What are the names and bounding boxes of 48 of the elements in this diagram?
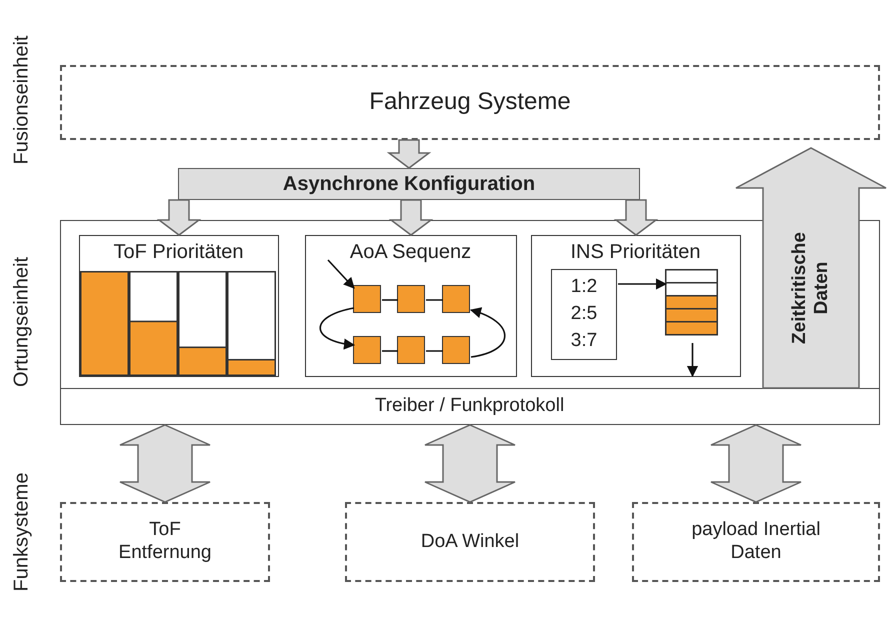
edge-label: Zeitkritische Daten xyxy=(789,231,833,346)
block-arrow xyxy=(614,199,658,236)
node-label: DoA Winkel xyxy=(420,530,520,554)
curved-arrow xyxy=(320,307,356,350)
double-block-arrow xyxy=(424,424,516,503)
node-label: 1:2 xyxy=(570,276,598,300)
sequence-block xyxy=(353,336,381,364)
double-block-arrow xyxy=(119,424,211,503)
sequence-block xyxy=(397,285,425,313)
unit-label: Ortungseinheit xyxy=(10,256,34,388)
unit-label: Funksysteme xyxy=(10,472,34,592)
config-bar xyxy=(178,168,640,200)
node-label: ToF Entfernung xyxy=(118,519,212,565)
sequence-block xyxy=(397,336,425,364)
sequence-block xyxy=(442,285,470,313)
block-arrow xyxy=(156,199,202,236)
block-arrow xyxy=(735,147,887,389)
node-label: Fahrzeug Systeme xyxy=(369,88,571,117)
panel-box xyxy=(530,234,740,376)
panel-box xyxy=(304,234,516,376)
node-label: 3:7 xyxy=(570,330,598,353)
node-label: payload Inertial Daten xyxy=(690,519,822,565)
dashed-box xyxy=(60,502,270,582)
connector-line xyxy=(426,350,443,352)
block-arrow xyxy=(386,139,432,169)
node-label: INS Prioritäten xyxy=(570,240,701,264)
node-label: AoA Sequenz xyxy=(350,240,472,264)
node-label: 2:5 xyxy=(570,303,598,326)
priority-list xyxy=(551,269,617,360)
dashed-box xyxy=(345,502,595,582)
unit-label: Fusionseinheit xyxy=(10,36,34,164)
block-arrow xyxy=(388,199,434,236)
arrow xyxy=(327,259,355,289)
panel-box xyxy=(78,234,278,376)
node-label: ToF Prioritäten xyxy=(113,240,244,264)
dashed-box xyxy=(60,65,880,140)
connector-line xyxy=(382,350,398,352)
arrow xyxy=(618,278,668,290)
connector-line xyxy=(382,299,398,301)
sequence-block xyxy=(442,336,470,364)
node-label: Treiber / Funkprotokoll xyxy=(374,394,564,418)
double-block-arrow xyxy=(710,424,802,503)
node-label: Asynchrone Konfiguration xyxy=(282,172,536,196)
arrow xyxy=(686,343,698,378)
curved-arrow xyxy=(470,308,506,358)
connector-line xyxy=(426,299,443,301)
sequence-block xyxy=(353,285,381,313)
dashed-box xyxy=(632,502,880,582)
